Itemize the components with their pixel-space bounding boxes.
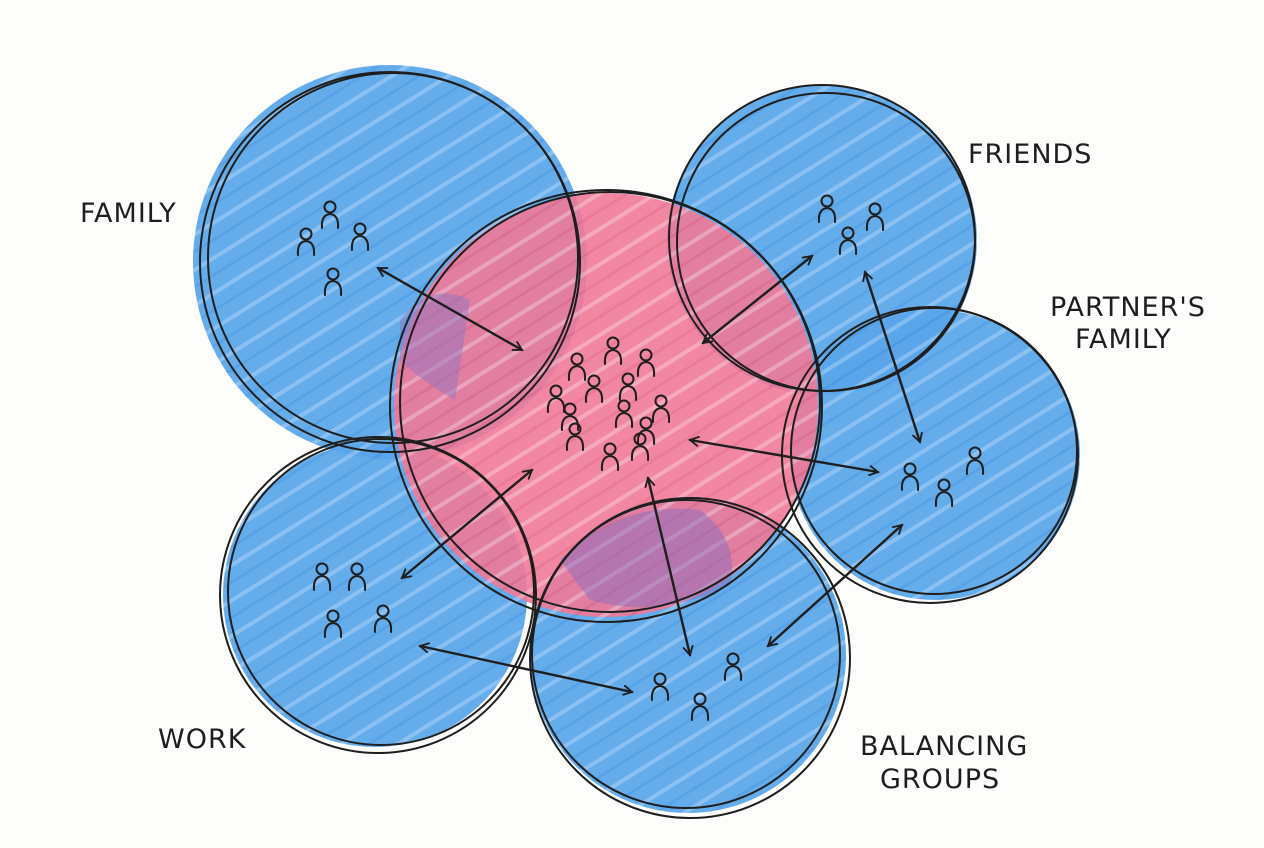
arrow-center-work	[402, 470, 532, 578]
center-circle-outline	[389, 189, 823, 623]
friends-circle-outline-2	[676, 92, 976, 392]
label-friends: FRIENDS	[968, 139, 1092, 170]
arrow-center-partners-family	[690, 440, 878, 472]
label-partners-family-line2: FAMILY	[1075, 324, 1172, 355]
label-balancing-groups-line2: GROUPS	[880, 764, 1000, 795]
label-work: WORK	[158, 724, 247, 755]
arrow-partners-family-balancing	[768, 525, 902, 646]
arrow-center-balancing	[648, 478, 690, 655]
work-circle-outline	[219, 436, 537, 754]
connection-arrows	[378, 254, 920, 692]
arrow-work-balancing	[420, 646, 632, 692]
group-labels: FAMILY FRIENDS PARTNER'S FAMILY WORK BAL…	[80, 139, 1206, 795]
label-balancing-groups-line1: BALANCING	[860, 731, 1028, 762]
arrow-center-friends	[703, 254, 812, 345]
work-circle-outline-2	[227, 438, 535, 746]
family-circle-outline	[199, 71, 581, 453]
label-partners-family-line1: PARTNER'S	[1050, 292, 1206, 323]
label-family: FAMILY	[80, 198, 177, 229]
group-fills	[193, 65, 1080, 813]
arrow-friends-partners-family	[865, 272, 920, 442]
center-circle-outline-2	[399, 191, 821, 613]
arrow-center-family	[378, 266, 522, 352]
